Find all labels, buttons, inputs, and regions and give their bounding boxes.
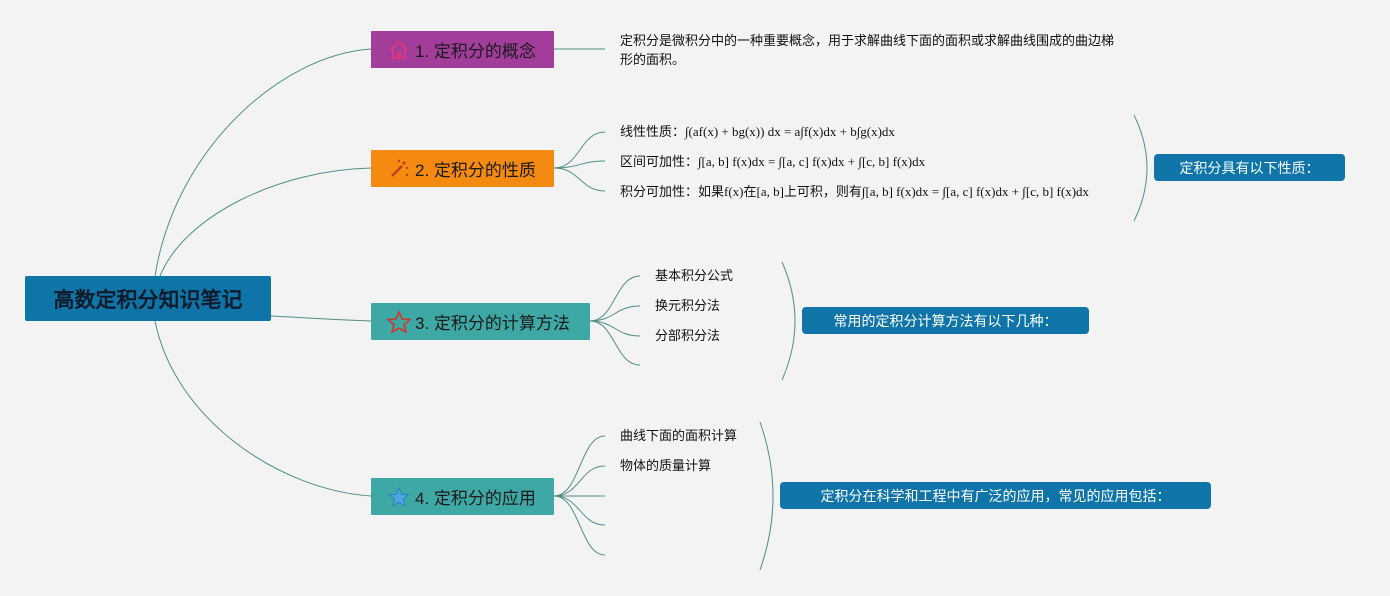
property-leaf-integrability[interactable]: 积分可加性：如果f(x)在[a, b]上可积，则有∫[a, b] f(x)dx … [620,184,1090,199]
summary-brace-4 [759,421,774,571]
root-topic-label: 高数定积分知识笔记 [53,287,243,312]
branch-topic-label: 4. 定积分的应用 [415,489,536,508]
branch-3-leaf-4-line [589,320,641,366]
star-outline-icon [387,310,411,333]
branch-4-leaf-1-line [553,435,606,497]
method-leaf-basic-formula[interactable]: 基本积分公式 [655,269,734,284]
summary-methods[interactable]: 常用的定积分计算方法有以下几种： [802,307,1089,334]
root-to-branch-2-line [159,167,372,277]
branch-topic-concept[interactable]: 1. 定积分的概念 [371,31,554,68]
application-leaf-area[interactable]: 曲线下面的面积计算 [620,429,738,444]
branch-3-leaf-2-line [589,305,641,322]
branch-4-leaf-5-line [553,495,606,556]
root-to-branch-4-line [154,320,372,497]
branch-3-leaf-1-line [589,275,641,322]
branch-topic-label: 2. 定积分的性质 [415,161,536,180]
property-leaf-linearity[interactable]: 线性性质：∫(af(x) + bg(x)) dx = a∫f(x)dx + b∫… [620,124,895,139]
summary-label: 常用的定积分计算方法有以下几种： [833,313,1058,330]
branch-topic-label: 3. 定积分的计算方法 [415,314,570,333]
home-icon [387,39,411,61]
magic-wand-icon [387,158,411,180]
star-icon [387,486,411,508]
branch-2-leaf-1-line [553,131,606,169]
property-leaf-interval-additivity[interactable]: 区间可加性：∫[a, b] f(x)dx = ∫[a, c] f(x)dx + … [620,154,926,169]
application-leaf-mass[interactable]: 物体的质量计算 [620,459,712,474]
summary-label: 定积分在科学和工程中有广泛的应用，常见的应用包括： [820,488,1171,505]
root-to-branch-1-line [154,48,372,277]
branch-2-leaf-3-line [553,167,606,192]
method-leaf-by-parts[interactable]: 分部积分法 [655,329,721,344]
root-topic[interactable]: 高数定积分知识笔记 [25,276,271,321]
method-leaf-substitution[interactable]: 换元积分法 [655,299,721,314]
summary-properties[interactable]: 定积分具有以下性质： [1154,154,1345,181]
branch-3-leaf-3-line [589,320,641,337]
branch-4-leaf-2-line [553,465,606,497]
branch-2-leaf-2-line [553,160,606,169]
branch-topic-applications[interactable]: 4. 定积分的应用 [371,478,554,515]
branch-topic-methods[interactable]: 3. 定积分的计算方法 [371,303,590,340]
summary-applications[interactable]: 定积分在科学和工程中有广泛的应用，常见的应用包括： [780,482,1211,509]
branch-4-leaf-4-line [553,495,606,526]
summary-label: 定积分具有以下性质： [1179,160,1320,177]
summary-brace-2 [1133,114,1148,222]
summary-brace-3 [781,261,796,381]
branch-topic-label: 1. 定积分的概念 [415,42,536,61]
concept-leaf[interactable]: 定积分是微积分中的一种重要概念，用于求解曲线下面的面积或求解曲线围成的曲边梯形的… [620,34,1115,68]
branch-topic-properties[interactable]: 2. 定积分的性质 [371,150,554,187]
root-to-branch-3-line [270,315,372,322]
